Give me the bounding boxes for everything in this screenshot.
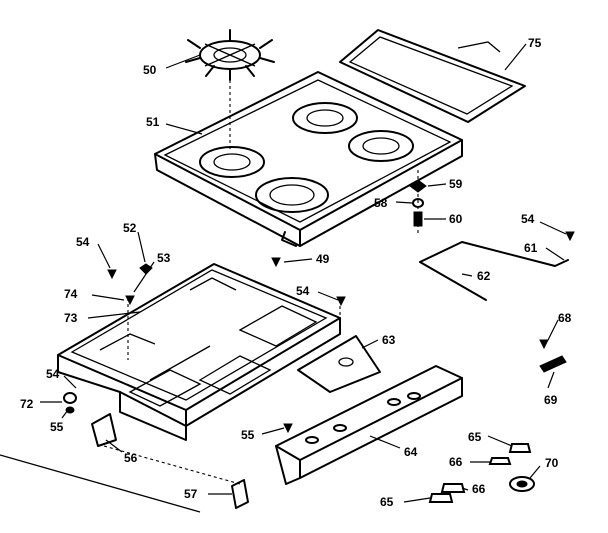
callout-61: 61 [524,241,538,255]
callout-51: 51 [146,115,160,129]
callout-69: 69 [544,393,558,407]
callout-50: 50 [143,63,157,77]
callout-55-a: 55 [50,420,64,434]
callout-66-a: 66 [449,455,463,469]
callout-54-b: 54 [521,212,535,226]
callout-66-b: 66 [472,482,486,496]
callout-labels: 50 75 51 59 58 60 54 52 53 49 54 61 62 7… [20,36,572,509]
callout-65-b: 65 [380,495,394,509]
callout-62: 62 [477,269,491,283]
leader-lines [40,43,567,503]
callout-58: 58 [374,196,388,210]
callout-59: 59 [449,177,463,191]
callout-64: 64 [404,445,418,459]
callout-70: 70 [545,456,559,470]
callout-56: 56 [124,451,138,465]
callout-57: 57 [184,487,198,501]
callout-54-c: 54 [296,284,310,298]
callout-49: 49 [316,252,330,266]
callout-74: 74 [64,287,78,301]
callout-72: 72 [20,397,34,411]
spark-strip-part [539,355,567,373]
callout-75: 75 [528,36,542,50]
callout-63: 63 [382,333,396,347]
callout-52: 52 [123,221,137,235]
fastener-59-58-60 [409,170,427,236]
burner-grate-part [185,29,275,81]
callout-68: 68 [558,311,572,325]
callout-65-a: 65 [468,430,482,444]
counter-edge-line [0,454,201,513]
manifold-rail-part [275,365,463,485]
callout-53: 53 [157,251,171,265]
wire-bracket-part [419,241,569,301]
side-fasteners [63,392,77,414]
callout-73: 73 [64,311,78,325]
glass-cover-part [339,29,526,123]
screws [107,231,575,434]
cooktop-part [154,71,463,247]
mounting-bracket-part [297,335,381,393]
callout-54-a: 54 [76,235,90,249]
igniter-housing-part [91,413,249,509]
callout-55-b: 55 [241,428,255,442]
callout-60: 60 [449,212,463,226]
callout-54-d: 54 [46,367,60,381]
knobs-part [428,443,535,503]
